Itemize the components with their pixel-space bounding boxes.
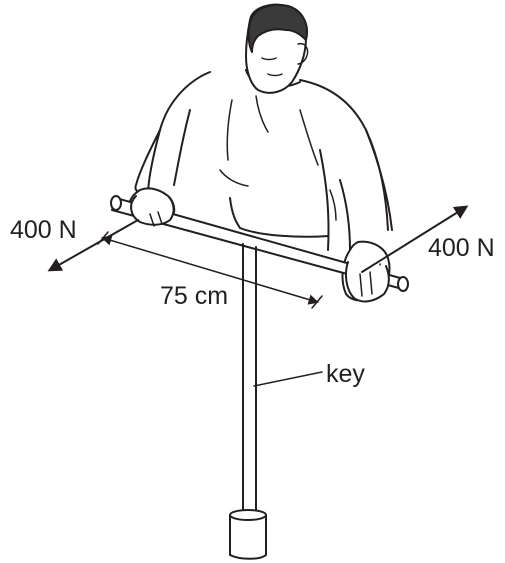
- force-arrows: [47, 205, 469, 273]
- key-leader-line: [253, 371, 323, 387]
- person-figure: [128, 3, 393, 302]
- key-shaft: [229, 243, 267, 560]
- force-arrow-left: [47, 219, 139, 272]
- force-arrow-right: [361, 205, 469, 273]
- right-arm: [339, 129, 393, 251]
- length-label: 75 cm: [160, 282, 229, 310]
- force-label-left: 400 N: [10, 216, 77, 244]
- hair: [247, 3, 308, 53]
- key-label: key: [326, 360, 365, 388]
- force-label-right: 400 N: [428, 234, 495, 262]
- hands-overlay: [130, 195, 390, 303]
